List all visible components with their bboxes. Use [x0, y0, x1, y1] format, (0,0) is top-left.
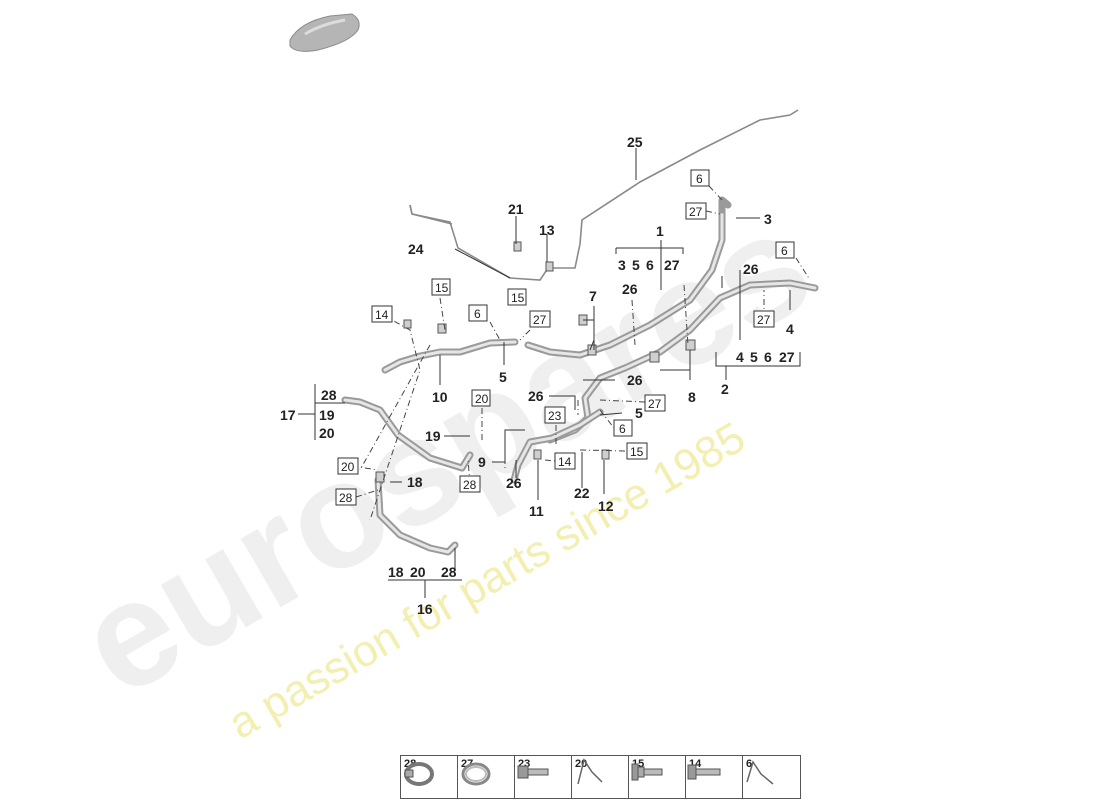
group-17-item: 20 [319, 425, 335, 441]
callout-26-bottom: 26 [506, 475, 522, 491]
boxed-ref-27: 27 [757, 313, 771, 327]
boxed-ref-15: 15 [435, 281, 449, 295]
clip-11 [533, 449, 542, 460]
callout-16: 16 [417, 601, 433, 617]
clip-12 [601, 449, 610, 460]
connector-18 [375, 471, 385, 483]
legend-cell-27: 27 [458, 756, 515, 798]
group-16-item: 20 [410, 564, 426, 580]
callout-1: 1 [656, 223, 664, 239]
callout-5-right: 5 [635, 405, 643, 421]
clamp-8a [649, 351, 660, 363]
boxed-ref-6: 6 [781, 244, 788, 258]
boxed-ref-6: 6 [474, 307, 481, 321]
car-thumbnail-icon [289, 13, 360, 52]
boxed-ref-23: 23 [548, 409, 562, 423]
group-16-item: 18 [388, 564, 404, 580]
callout-9: 9 [478, 454, 486, 470]
boxed-ref-14: 14 [375, 308, 389, 322]
callout-7: 7 [589, 288, 597, 304]
group-1-item: 5 [632, 257, 640, 273]
hose-assembly [341, 196, 819, 556]
boxed-ref-14: 14 [558, 455, 572, 469]
group-2-item: 6 [764, 349, 772, 365]
group-2-item: 4 [736, 349, 744, 365]
boxed-ref-28: 28 [463, 478, 477, 492]
boxed-ref-27: 27 [533, 313, 547, 327]
callout-26-top: 26 [743, 261, 759, 277]
callout-25: 25 [627, 134, 643, 150]
callout-19: 19 [425, 428, 441, 444]
boxed-ref-27: 27 [689, 205, 703, 219]
parts-legend: 28 27 23 20 15 14 [400, 755, 801, 799]
boxed-ref-15: 15 [511, 291, 525, 305]
group-2: 4 5 6 27 [736, 349, 795, 365]
thin-pipes [409, 109, 799, 281]
callout-26-left: 26 [528, 388, 544, 404]
clip-14 [403, 319, 412, 329]
group-16: 18 20 28 [388, 564, 457, 580]
callout-5-left: 5 [499, 369, 507, 385]
boxed-ref-6: 6 [696, 172, 703, 186]
group-2-item: 5 [750, 349, 758, 365]
boxed-ref-28: 28 [339, 491, 353, 505]
group-1-item: 27 [664, 257, 680, 273]
callout-17: 17 [280, 407, 296, 423]
group-16-item: 28 [441, 564, 457, 580]
callout-24: 24 [408, 241, 424, 257]
callout-3: 3 [764, 211, 772, 227]
callout-22: 22 [574, 485, 590, 501]
legend-cell-6: 6 [743, 756, 800, 798]
hose-clamp-icon [404, 762, 434, 786]
callout-26-center: 26 [627, 372, 643, 388]
group-1-item: 3 [618, 257, 626, 273]
boxed-ref-6: 6 [619, 422, 626, 436]
leader-lines [298, 148, 801, 598]
group-17-item: 28 [321, 387, 337, 403]
group-2-item: 27 [779, 349, 795, 365]
legend-number: 27 [461, 758, 474, 770]
clip-13 [545, 261, 554, 272]
callout-8: 8 [688, 389, 696, 405]
legend-number: 6 [746, 758, 753, 770]
wire-clip-icon [746, 760, 774, 785]
pipe-25 [409, 109, 799, 281]
clip-21 [513, 241, 522, 252]
boxed-references: 6 27 6 27 15 15 14 6 27 20 23 27 6 15 14… [335, 169, 795, 506]
legend-cell-15: 15 [629, 756, 686, 798]
callout-11: 11 [529, 503, 544, 519]
callout-12: 12 [598, 498, 614, 514]
clip-15 [437, 323, 447, 334]
legend-cell-28: 28 [401, 756, 458, 798]
group-17-item: 19 [319, 407, 335, 423]
callout-21: 21 [508, 201, 524, 217]
boxed-ref-15: 15 [630, 445, 644, 459]
spring-clamp-icon [461, 762, 491, 786]
group-1-item: 6 [646, 257, 654, 273]
callout-10: 10 [432, 389, 448, 405]
clamp-7b [587, 344, 597, 356]
flange-bolt-icon [631, 763, 663, 781]
boxed-ref-20: 20 [475, 392, 489, 406]
legend-cell-23: 23 [515, 756, 572, 798]
pipe-24 [409, 204, 453, 225]
group-17: 28 19 20 [319, 387, 337, 441]
wire-clip-icon [577, 758, 603, 785]
group-1: 3 5 6 27 [618, 257, 680, 273]
callout-13: 13 [539, 222, 555, 238]
callout-4: 4 [786, 321, 794, 337]
callout-labels: 1 2 3 4 5 5 7 8 9 10 11 12 13 16 17 18 1… [280, 134, 794, 617]
callout-2: 2 [721, 381, 729, 397]
legend-cell-14: 14 [686, 756, 743, 798]
callout-18: 18 [407, 474, 423, 490]
boxed-ref-20: 20 [341, 460, 355, 474]
legend-cell-20: 20 [572, 756, 629, 798]
callout-26-mid: 26 [622, 281, 638, 297]
boxed-ref-27: 27 [648, 397, 662, 411]
long-bolt-icon [687, 764, 721, 780]
bolt-icon [517, 765, 549, 779]
